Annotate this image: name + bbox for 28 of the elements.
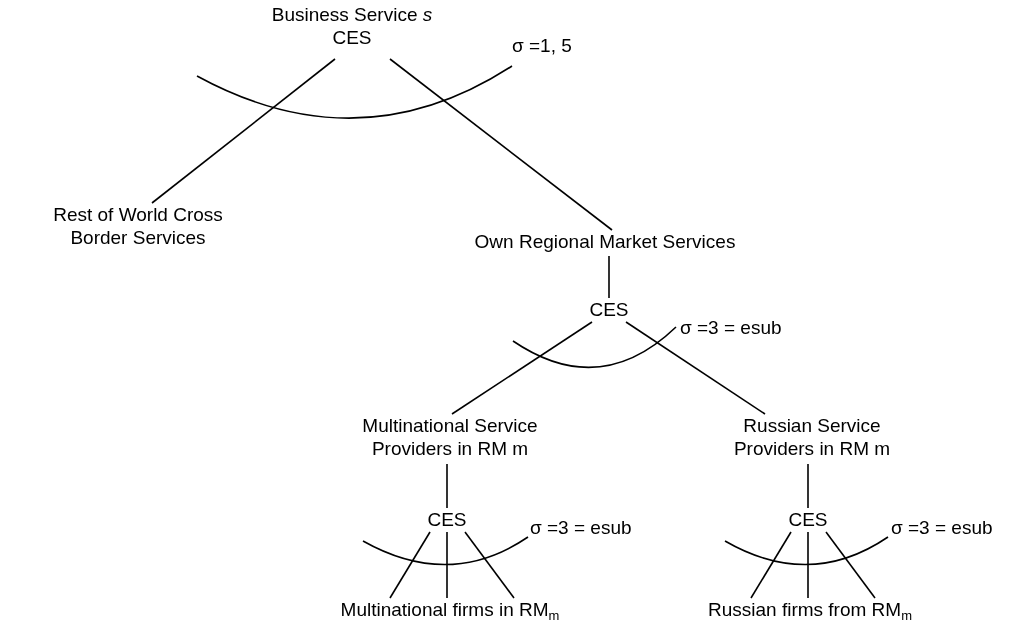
- node-label: Own Regional Market Services: [474, 230, 736, 253]
- node-label: Russian Service Providers in RM m: [732, 414, 892, 460]
- node-label: Russian firms from RM$_{m}$: [708, 598, 912, 621]
- node-label: Rest of World Cross Border Services: [52, 203, 224, 249]
- node-label: CES: [788, 508, 828, 531]
- connector-line: [464, 531, 515, 599]
- connector-line: [451, 321, 593, 415]
- connector-line: [446, 531, 448, 599]
- node-label: Multinational firms in RM$_{m}$: [340, 598, 560, 621]
- connector-line: [446, 463, 448, 509]
- node-label: CES: [427, 508, 467, 531]
- connector-line: [151, 58, 336, 204]
- elasticity-label: σ =3 = esub: [891, 516, 993, 539]
- node-heading: Business Service s: [271, 3, 433, 26]
- node-label: CES: [589, 298, 629, 321]
- connector-line: [389, 58, 613, 231]
- elasticity-label: σ =1, 5: [512, 34, 572, 57]
- elasticity-label: σ =3 = esub: [530, 516, 632, 539]
- elasticity-label: σ =3 = esub: [680, 316, 782, 339]
- connector-line: [825, 531, 876, 599]
- connector-line: [750, 531, 792, 599]
- connector-line: [608, 255, 610, 299]
- connector-line: [807, 531, 809, 599]
- node-label: Multinational Service Providers in RM m: [361, 414, 539, 460]
- connector-line: [625, 321, 766, 415]
- connector-line: [807, 463, 809, 509]
- connector-line: [389, 531, 431, 599]
- node-label: CES: [332, 26, 372, 49]
